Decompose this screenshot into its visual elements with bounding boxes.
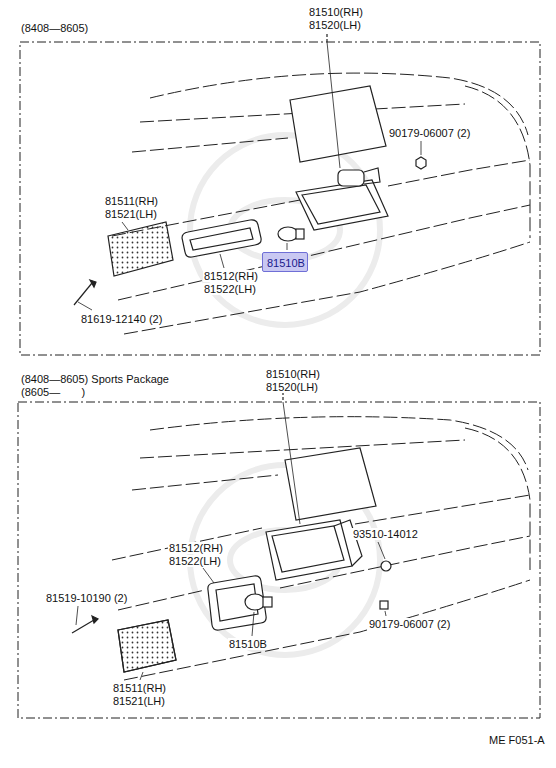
part-label: 81521(LH) [104, 208, 158, 220]
part-label: (8605— ) [20, 386, 86, 398]
part-label: 90179-06007 (2) [388, 127, 471, 139]
part-label: (8408—8605) [20, 22, 89, 34]
lamp-assembly [72, 392, 391, 680]
part-label: 81520(LH) [308, 19, 362, 31]
part-label: 81511(RH) [112, 682, 167, 694]
part-label: 81512(RH) [168, 542, 224, 554]
part-label: 81522(LH) [203, 283, 257, 295]
car-body [112, 417, 530, 680]
part-label: 81522(LH) [168, 555, 222, 567]
lamp-assembly [74, 34, 426, 310]
part-label: 81519-10190 (2) [45, 592, 128, 604]
part-label: 90179-06007 (2) [368, 618, 451, 630]
part-number: 81510B [267, 257, 303, 269]
part-label: 93510-14012 [352, 528, 419, 540]
part-label: 81520(LH) [265, 381, 319, 393]
part-label: 81510(RH) [308, 6, 364, 18]
part-label: ME F051-A [488, 734, 546, 746]
part-label: 81511(RH) [104, 195, 159, 207]
car-body [112, 73, 530, 334]
part-label: (8408—8605) Sports Package [20, 373, 170, 385]
part-label: 81619-12140 (2) [80, 313, 163, 325]
highlight-box: 81510B [262, 252, 308, 272]
part-label: 81510B [228, 638, 268, 650]
part-label: 81510(RH) [265, 368, 321, 380]
part-label: 81512(RH) [203, 270, 259, 282]
panel-frame [18, 42, 540, 718]
part-label: 81521(LH) [112, 695, 166, 707]
